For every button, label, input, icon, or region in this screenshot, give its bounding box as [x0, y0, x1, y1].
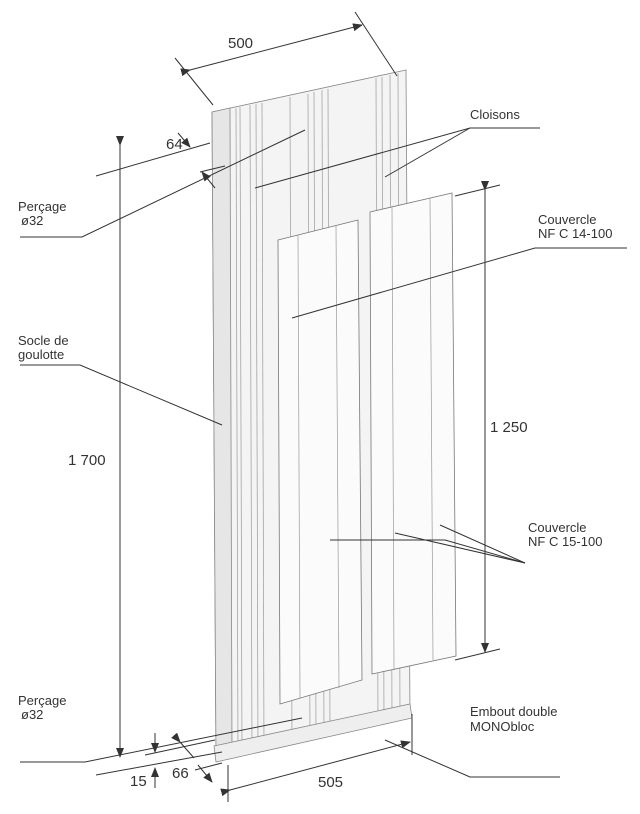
label-embout-2: MONObloc — [470, 719, 535, 734]
drawing-line — [171, 732, 195, 759]
drawing-line — [239, 106, 243, 755]
dimension-66-label: 66 — [172, 765, 189, 782]
drawing-line — [95, 751, 223, 776]
label-couvercle-14-1: Couvercle — [538, 212, 597, 227]
label-percage-bottom-2: ø32 — [21, 707, 43, 722]
cover-nfc15-100 — [369, 192, 457, 675]
dimension-505: 505 — [220, 714, 413, 802]
dimension-505-label: 505 — [318, 774, 343, 791]
drawing-line — [197, 764, 213, 783]
drawing-line — [291, 247, 627, 319]
label-socle-2: goulotte — [18, 347, 64, 362]
drawing-line — [384, 739, 560, 778]
drawing-line — [235, 107, 239, 756]
dimension-64: 64 — [95, 132, 226, 189]
drawing-line — [255, 103, 259, 752]
drawing-line — [394, 532, 526, 564]
drawing-line — [330, 539, 526, 564]
drawing-line — [454, 648, 501, 661]
drawing-line — [199, 165, 226, 173]
drawing-line — [201, 171, 216, 189]
drawing-line — [254, 127, 540, 189]
drawing-line — [211, 107, 233, 759]
label-couvercle-15-1: Couvercle — [528, 520, 587, 535]
cover-nfc14-100 — [277, 219, 363, 705]
label-couvercle-14-2: NF C 14-100 — [538, 226, 612, 241]
label-cloisons: Cloisons — [470, 107, 520, 122]
drawing-line — [335, 225, 340, 689]
dimension-1250-label: 1 250 — [490, 419, 528, 436]
drawing-line — [20, 717, 303, 763]
label-percage-bottom-1: Perçage — [18, 693, 66, 708]
drawing-line — [391, 206, 395, 670]
drawing-line — [297, 234, 301, 699]
label-embout-1: Embout double — [470, 704, 557, 719]
drawing-line — [261, 102, 265, 751]
drawing-line — [20, 364, 223, 426]
dimension-500: 500 — [174, 11, 398, 106]
drawing-line — [95, 142, 211, 177]
dimension-500-label: 500 — [228, 35, 253, 52]
drawing-line — [429, 197, 434, 661]
dimension-1700: 1 700 — [68, 136, 124, 758]
drawing-line — [354, 11, 398, 77]
drawing-line — [384, 127, 471, 178]
drawing-line — [249, 104, 253, 753]
drawing-line — [180, 23, 363, 77]
leader-lines — [20, 127, 627, 778]
dimension-15-label: 15 — [130, 773, 147, 790]
drawing-line — [454, 184, 501, 197]
drawing-line — [194, 762, 223, 771]
dimension-64-label: 64 — [166, 136, 183, 153]
drawing-line — [20, 129, 306, 238]
label-socle-1: Socle de — [18, 333, 69, 348]
dimension-1700-label: 1 700 — [68, 452, 106, 469]
dimension-15-66: 15 66 — [95, 732, 223, 790]
label-percage-top-2: ø32 — [21, 213, 43, 228]
dimension-1250: 1 250 — [454, 181, 528, 661]
drawing-line — [439, 524, 526, 564]
label-couvercle-15-2: NF C 15-100 — [528, 534, 602, 549]
label-percage-top-1: Perçage — [18, 199, 66, 214]
drawing-line — [177, 132, 191, 148]
drawing-line — [220, 740, 411, 797]
